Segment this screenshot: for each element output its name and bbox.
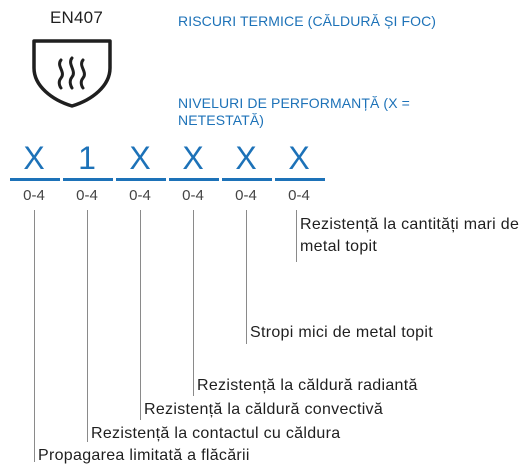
leader-line [296,210,297,262]
level-value: X [182,140,204,176]
level-value: X [129,140,151,176]
level-range: 0-4 [76,187,98,204]
level-underline [63,178,113,181]
leader-line [87,210,88,442]
level-value: 1 [78,140,96,176]
leader-line [34,210,35,462]
levels-title: NIVELURI DE PERFORMANȚĂ (X = NETESTATĂ) [178,95,410,128]
level-underline [169,178,219,181]
heat-flame-shield-icon [32,39,112,108]
level-underline [222,178,272,181]
leader-line [140,210,141,420]
category-title: RISCURI TERMICE (CĂLDURĂ ȘI FOC) [178,13,437,29]
level-range: 0-4 [288,187,310,204]
description-flame-spread: Propagarea limitată a flăcării [38,447,250,464]
level-underline [275,178,325,181]
description-radiant-heat: Rezistență la căldură radiantă [197,377,418,394]
level-value: X [288,140,310,176]
level-underline [116,178,166,181]
level-range: 0-4 [235,187,257,204]
description-large-metal-splash: Rezistență la cantități mari de metal to… [300,216,520,255]
level-value: X [23,140,45,176]
description-small-metal-splash: Stropi mici de metal topit [250,324,433,341]
description-convective-heat: Rezistență la căldură convectivă [144,401,384,418]
level-value: X [235,140,257,176]
leader-line [193,210,194,396]
standard-code: EN407 [50,8,103,27]
level-range: 0-4 [23,187,45,204]
description-contact-heat: Rezistență la contactul cu căldura [91,425,341,442]
leader-line [246,210,247,344]
level-range: 0-4 [182,187,204,204]
level-underline [10,178,60,181]
level-range: 0-4 [129,187,151,204]
